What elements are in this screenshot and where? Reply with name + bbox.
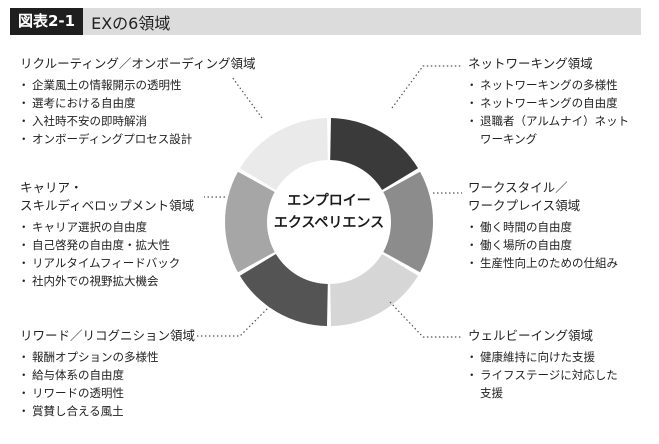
domain-recruiting: リクルーティング／オンボーディング領域 企業風土の情報開示の透明性選考における自… (18, 55, 270, 148)
domain-network: ネットワーキング領域 ネットワーキングの多様性ネットワーキングの自由度退職者（ア… (466, 55, 653, 148)
domain-item: 生産性向上のための仕組み (466, 254, 653, 272)
figure-label: 図表2-1 (10, 8, 84, 35)
domain-items: キャリア選択の自由度自己啓発の自由度・拡大性リアルタイムフィードバック社内外での… (18, 218, 240, 290)
segment-network (330, 118, 419, 190)
domain-item: 社内外での視野拡大機会 (18, 272, 240, 290)
domain-items: ネットワーキングの多様性ネットワーキングの自由度退職者（アルムナイ）ネット ワー… (466, 76, 653, 148)
domain-title: ワークスタイル／ ワークプレイス領域 (468, 180, 581, 213)
segment-reward (239, 254, 328, 326)
figure-title: EXの6領域 (91, 13, 171, 33)
domain-item: オンボーディングプロセス設計 (18, 130, 270, 148)
domain-item: 入社時不安の即時解消 (18, 112, 270, 130)
segment-wellbeing (330, 254, 419, 326)
donut-center-label: エンプロイー エクスペリエンス (259, 190, 399, 234)
segment-recruiting (239, 118, 328, 190)
domain-item: 働く時間の自由度 (466, 218, 653, 236)
domain-title: ネットワーキング領域 (468, 56, 593, 71)
figure-header: 図表2-1 EXの6領域 (10, 8, 641, 35)
domain-item: リワードの透明性 (18, 384, 240, 402)
domain-item: 報酬オプションの多様性 (18, 348, 240, 366)
domain-item: 賞賛し合える風土 (18, 402, 240, 420)
domain-wellbeing: ウェルビーイング領域 健康維持に向けた支援ライフステージに対応した 支援 (466, 327, 653, 402)
domain-work: ワークスタイル／ ワークプレイス領域 働く時間の自由度働く場所の自由度生産性向上… (466, 179, 653, 272)
domain-title: リクルーティング／オンボーディング領域 (20, 56, 256, 71)
domain-items: 報酬オプションの多様性給与体系の自由度リワードの透明性賞賛し合える風土 (18, 348, 240, 420)
domain-title: リワード／リコグニション領域 (20, 328, 196, 343)
domain-item: 健康維持に向けた支援 (466, 348, 653, 366)
center-label-line1: エンプロイー (287, 193, 371, 209)
domain-item: リアルタイムフィードバック (18, 254, 240, 272)
domain-item: 給与体系の自由度 (18, 366, 240, 384)
segment-work (383, 171, 434, 273)
domain-item: キャリア選択の自由度 (18, 218, 240, 236)
domain-items: 企業風土の情報開示の透明性選考における自由度入社時不安の即時解消オンボーディング… (18, 76, 270, 148)
leader-line-wellbeing (389, 301, 462, 338)
domain-career: キャリア・ スキルディベロップメント領域 キャリア選択の自由度自己啓発の自由度・… (18, 179, 240, 290)
domain-item: 働く場所の自由度 (466, 236, 653, 254)
domain-item: 退職者（アルムナイ）ネット ワーキング (466, 112, 653, 148)
domain-item: ネットワーキングの多様性 (466, 76, 653, 94)
domain-title: キャリア・ スキルディベロップメント領域 (20, 180, 195, 213)
center-label-line2: エクスペリエンス (273, 215, 385, 231)
domain-item: 企業風土の情報開示の透明性 (18, 76, 270, 94)
domain-item: ネットワーキングの自由度 (466, 94, 653, 112)
domain-title: ウェルビーイング領域 (468, 328, 594, 343)
domain-items: 健康維持に向けた支援ライフステージに対応した 支援 (466, 348, 653, 402)
domain-item: 選考における自由度 (18, 94, 270, 112)
domain-reward: リワード／リコグニション領域 報酬オプションの多様性給与体系の自由度リワードの透… (18, 327, 240, 420)
leader-line-network (391, 65, 462, 109)
domain-item: ライフステージに対応した 支援 (466, 366, 653, 402)
domain-item: 自己啓発の自由度・拡大性 (18, 236, 240, 254)
domain-items: 働く時間の自由度働く場所の自由度生産性向上のための仕組み (466, 218, 653, 272)
